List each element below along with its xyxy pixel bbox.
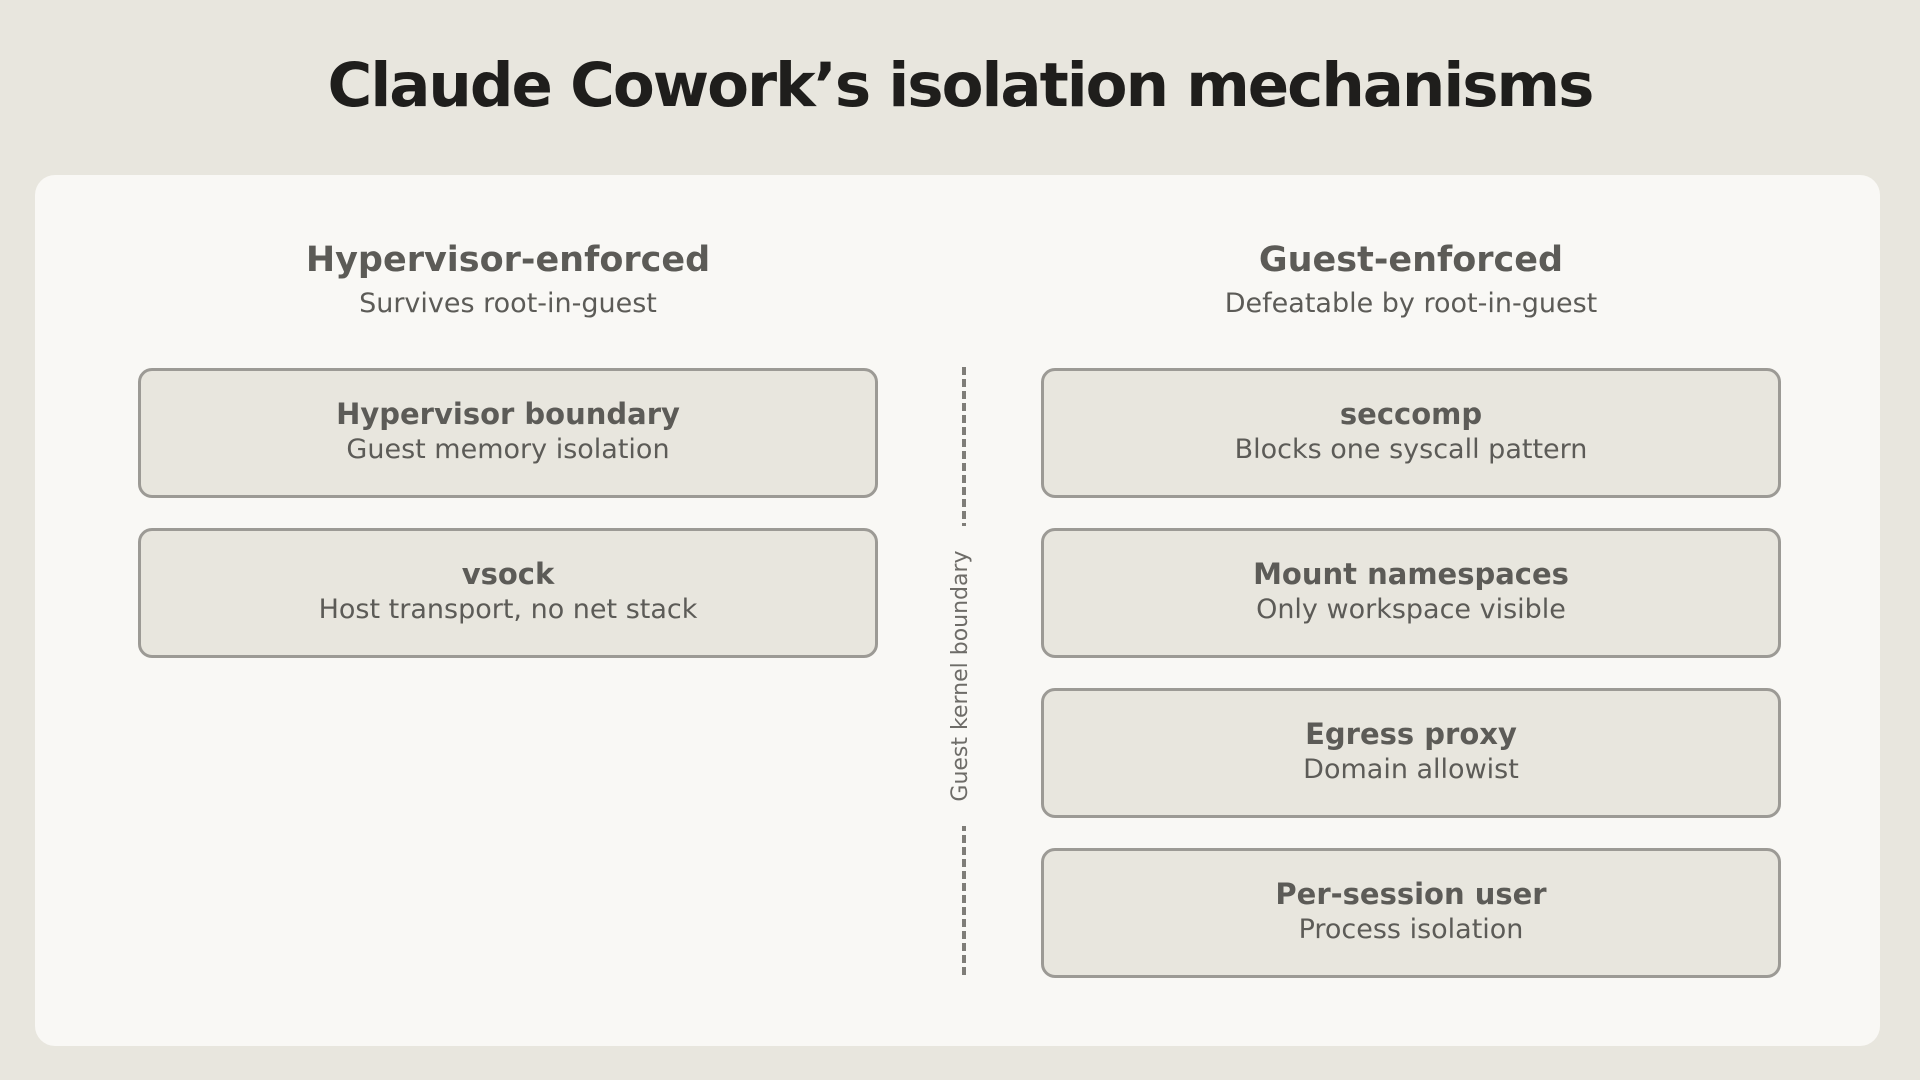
guest-column-subtitle: Defeatable by root-in-guest [1224, 288, 1598, 319]
diagram-panel: Hypervisor-enforced Survives root-in-gue… [35, 175, 1880, 1046]
mechanism-description: Only workspace visible [1256, 594, 1566, 625]
hypervisor-column-title: Hypervisor-enforced [305, 240, 711, 280]
page-title: Claude Cowork’s isolation mechanisms [327, 50, 1595, 121]
mechanism-name: Egress proxy [1305, 717, 1517, 751]
mechanism-description: Process isolation [1298, 914, 1524, 945]
mechanism-card-seccomp: seccomp Blocks one syscall pattern [1041, 368, 1781, 498]
mechanism-card-vsock: vsock Host transport, no net stack [138, 528, 878, 658]
mechanism-description: Guest memory isolation [346, 434, 670, 465]
mechanism-card-hypervisor-boundary: Hypervisor boundary Guest memory isolati… [138, 368, 878, 498]
mechanism-name: vsock [461, 557, 555, 591]
hypervisor-column-subtitle: Survives root-in-guest [359, 288, 657, 319]
mechanism-description: Blocks one syscall pattern [1234, 434, 1588, 465]
guest-column-title: Guest-enforced [1258, 240, 1564, 280]
mechanism-name: Per-session user [1275, 877, 1547, 911]
mechanism-name: Mount namespaces [1253, 557, 1569, 591]
guest-kernel-boundary-label: Guest kernel boundary [946, 526, 976, 826]
mechanism-card-egress-proxy: Egress proxy Domain allowist [1041, 688, 1781, 818]
mechanism-description: Domain allowist [1303, 754, 1519, 785]
mechanism-description: Host transport, no net stack [318, 594, 698, 625]
mechanism-name: Hypervisor boundary [336, 397, 680, 431]
mechanism-name: seccomp [1339, 397, 1483, 431]
mechanism-card-mount-namespaces: Mount namespaces Only workspace visible [1041, 528, 1781, 658]
mechanism-card-per-session-user: Per-session user Process isolation [1041, 848, 1781, 978]
